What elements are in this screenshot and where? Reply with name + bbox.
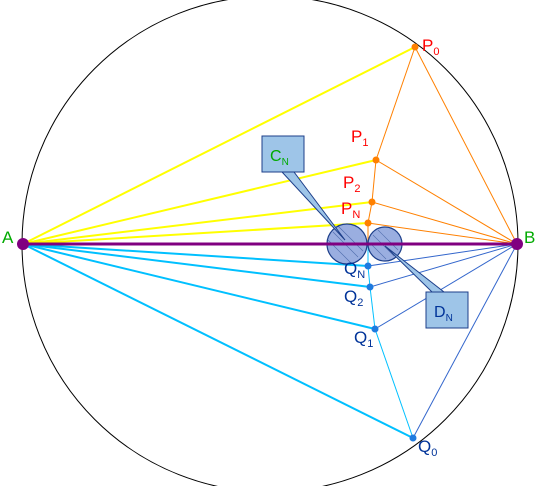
label-Q0: Q0 <box>418 437 437 459</box>
line-Q0-Q1 <box>374 328 414 439</box>
label-P2: P2 <box>343 173 360 195</box>
line-B-Q0 <box>412 243 518 439</box>
line-B-P1 <box>375 159 518 245</box>
point-Q0 <box>409 434 417 442</box>
line-Q2-QN <box>367 265 371 288</box>
label-QN: QN <box>344 259 365 281</box>
label-B: B <box>524 228 535 247</box>
label-Q1: Q1 <box>354 328 373 350</box>
point-B <box>511 238 523 250</box>
point-QN <box>364 262 372 270</box>
label-PN: PN <box>341 199 360 221</box>
line-Q1-Q2 <box>369 286 376 330</box>
point-PN <box>364 219 372 227</box>
line-A-PN <box>22 222 369 245</box>
point-Q1 <box>371 325 379 333</box>
line-B-P2 <box>371 201 518 245</box>
p-points <box>364 43 419 227</box>
yellow-lines <box>22 46 416 245</box>
q-points <box>364 262 417 442</box>
box-CN <box>261 135 305 173</box>
point-Q2 <box>366 283 374 291</box>
label-P0: P0 <box>422 36 439 58</box>
line-A-QN <box>22 243 369 267</box>
line-B-QN <box>367 243 518 267</box>
label-CN: CN <box>270 148 289 168</box>
point-P2 <box>368 198 376 206</box>
line-A-Q0 <box>22 243 414 439</box>
line-A-P2 <box>22 201 373 245</box>
blue-lines <box>367 243 518 439</box>
cyan-chain <box>367 244 414 439</box>
point-P0 <box>411 43 419 51</box>
line-A-Q1 <box>22 243 376 330</box>
label-DN: DN <box>434 304 453 324</box>
orange-lines <box>367 46 518 245</box>
line-B-P0 <box>414 46 518 245</box>
label-Q2: Q2 <box>344 287 363 309</box>
point-P1 <box>372 156 380 164</box>
line-P0-P1 <box>375 46 416 161</box>
line-P1-P2 <box>371 159 377 203</box>
label-P1: P1 <box>351 127 368 149</box>
line-A-P1 <box>22 159 377 245</box>
line-P2-PN <box>367 201 373 224</box>
line-B-PN <box>367 222 518 245</box>
pointer-DN <box>384 245 446 293</box>
line-A-P0 <box>22 46 416 245</box>
cyan-lines <box>22 243 414 439</box>
line-A-Q2 <box>22 243 371 288</box>
label-A: A <box>2 228 14 247</box>
line-B-Q2 <box>369 243 518 288</box>
point-A <box>17 238 29 250</box>
line-B-Q1 <box>374 243 518 330</box>
box-DN <box>425 291 469 329</box>
